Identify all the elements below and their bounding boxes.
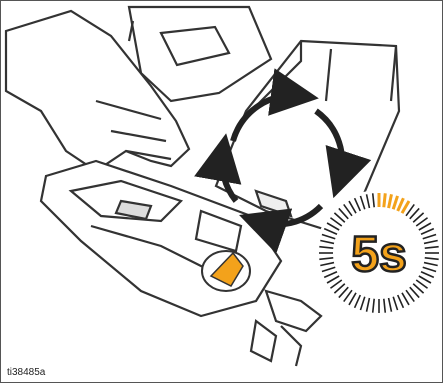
valve-knob xyxy=(202,251,250,291)
timer-label: 5s xyxy=(351,226,407,282)
figure-code: ti38485a xyxy=(7,367,45,378)
timer-tick xyxy=(384,193,385,207)
